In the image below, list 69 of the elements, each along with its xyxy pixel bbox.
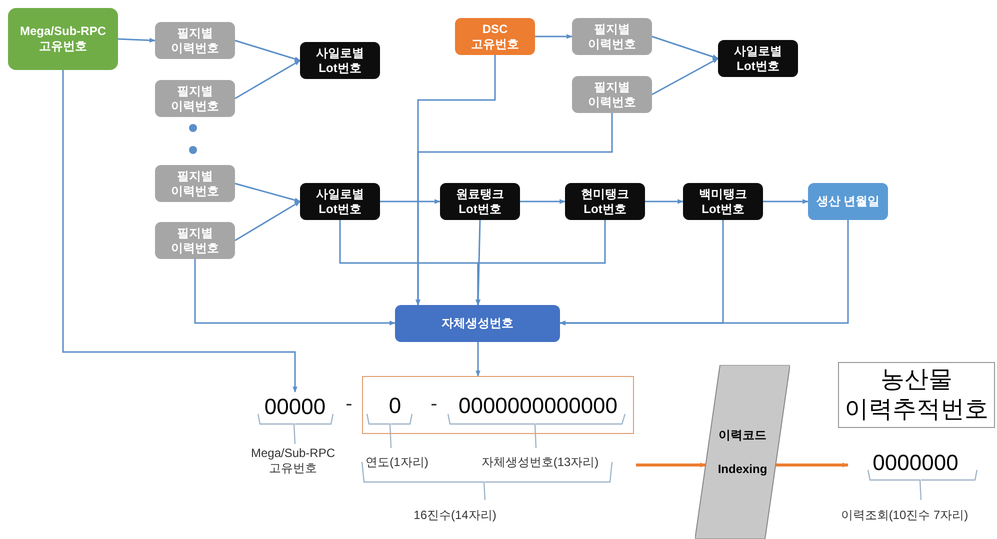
annotation-text: 이력조회(10진수 7자리): [840, 508, 970, 523]
arrow: [763, 199, 809, 204]
box-label: 사일로별 Lot번호: [733, 44, 783, 74]
arrow: [559, 220, 849, 326]
box-label: Indexing: [718, 461, 768, 478]
box-label: 백미탱크 Lot번호: [698, 186, 748, 216]
process-box: [155, 22, 235, 59]
box-label: 필지별 이력번호: [170, 168, 220, 198]
box-label: 원료탱크 Lot번호: [455, 186, 505, 216]
annotation-text: Mega/Sub-RPC 고유번호: [250, 446, 336, 476]
box-label: 사일로별 Lot번호: [315, 186, 365, 216]
arrow: [194, 259, 396, 326]
process-box: [395, 305, 560, 342]
arrow: [652, 36, 719, 60]
box-label: 이력코드: [718, 427, 766, 444]
process-box: [455, 18, 535, 55]
process-box: [440, 183, 520, 220]
arrow: [776, 462, 849, 468]
process-box: [300, 42, 380, 79]
code-digits: 0000000: [872, 452, 958, 474]
process-box: [300, 183, 380, 220]
arrow: [62, 70, 298, 393]
box-label: 필지별 이력번호: [170, 26, 220, 56]
indexing-parallelogram: [695, 365, 790, 539]
process-box: [155, 80, 235, 117]
arrow: [416, 55, 496, 306]
box-label: 자체생성번호: [442, 316, 514, 331]
arrow: [535, 34, 573, 39]
arrow: [380, 199, 441, 204]
arrow: [234, 40, 301, 62]
arrow: [652, 58, 719, 96]
box-label: 필지별 이력번호: [587, 22, 637, 52]
process-box: [683, 183, 763, 220]
box-label: 필지별 이력번호: [170, 84, 220, 114]
box-label: 필지별 이력번호: [587, 80, 637, 110]
box-label: 생산 년월일: [816, 194, 880, 209]
box-label: 사일로별 Lot번호: [315, 46, 365, 76]
arrow: [476, 220, 606, 306]
arrow: [520, 199, 566, 204]
annotation-text: 연도(1자리): [364, 455, 430, 470]
box-label: DSC 고유번호: [470, 22, 520, 52]
process-box: [808, 183, 888, 220]
process-box: [565, 183, 645, 220]
process-box: [8, 8, 118, 70]
annotation-text: 자체생성번호(13자리): [480, 455, 600, 470]
arrow: [234, 200, 301, 242]
process-box: [572, 76, 652, 113]
code-frame: [362, 376, 634, 434]
title-box: [838, 362, 995, 428]
box-label: 농산물 이력추적번호: [844, 365, 990, 425]
arrow: [645, 199, 684, 204]
dash-separator: -: [344, 392, 354, 417]
box-label: 현미탱크 Lot번호: [580, 186, 630, 216]
code-digits: 0: [388, 395, 402, 417]
box-label: Mega/Sub-RPC 고유번호: [18, 24, 107, 54]
arrow: [234, 182, 301, 202]
annotation-text: 16진수(14자리): [412, 508, 498, 523]
code-digits: 00000: [264, 396, 326, 418]
arrow: [118, 38, 156, 43]
code-digits: 0000000000000: [458, 395, 618, 417]
process-box: [155, 222, 235, 259]
process-box: [718, 40, 798, 77]
box-label: 필지별 이력번호: [170, 226, 220, 256]
process-box: [572, 18, 652, 55]
dash-separator: -: [430, 392, 438, 417]
process-box: [155, 165, 235, 202]
arrow: [234, 60, 301, 100]
arrow: [476, 342, 480, 377]
arrow: [636, 462, 706, 468]
